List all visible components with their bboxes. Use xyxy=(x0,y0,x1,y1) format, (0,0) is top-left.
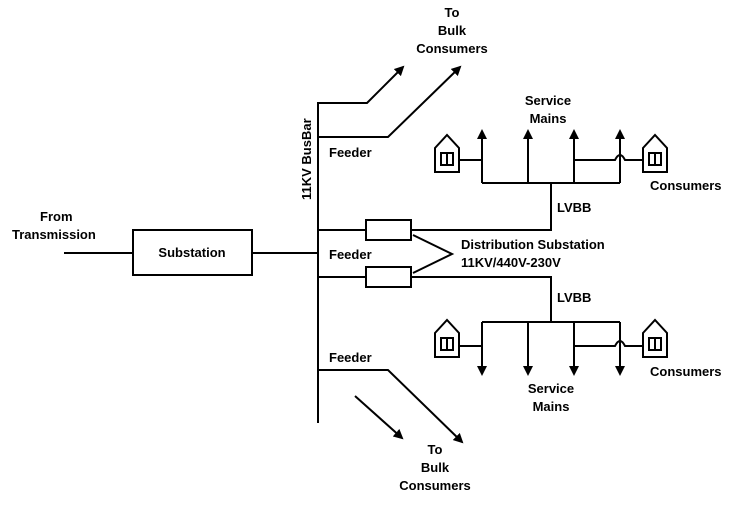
lv-feeder-lower xyxy=(411,276,552,322)
distribution-transformer-upper xyxy=(365,219,412,241)
busbar-label: 11KV BusBar xyxy=(299,118,314,200)
consumer-drop-bottom-right xyxy=(574,340,642,347)
bulk-feeder-top-1 xyxy=(318,65,405,104)
lv-feeder-upper xyxy=(411,183,552,231)
bulk-feeder-bottom-1 xyxy=(318,369,464,444)
service-mains-bottom-line1: Service xyxy=(528,381,574,396)
house-icon-bottom-left xyxy=(434,318,460,358)
service-mains-bottom-line2: Mains xyxy=(533,399,570,414)
service-mains-top-line1: Service xyxy=(525,93,571,108)
distribution-substation-label: Distribution Substation xyxy=(461,237,605,252)
distribution-substation-rating: 11KV/440V-230V xyxy=(461,255,561,270)
service-mains-top-line2: Mains xyxy=(530,111,567,126)
feeder-label-top: Feeder xyxy=(329,145,372,160)
to-bulk-top-line2: Bulk xyxy=(438,23,467,38)
feeder-label-mid: Feeder xyxy=(329,247,372,262)
lvbb-label-bottom: LVBB xyxy=(557,290,591,305)
to-bulk-bottom-line1: To xyxy=(428,442,443,457)
to-bulk-bottom-line3: Consumers xyxy=(399,478,471,493)
house-icon-top-right xyxy=(642,133,668,173)
from-label-line2: Transmission xyxy=(12,227,96,242)
bulk-feeder-bottom-2 xyxy=(354,395,404,440)
to-bulk-top-line1: To xyxy=(445,5,460,20)
consumers-label-top: Consumers xyxy=(650,178,722,193)
house-icon-bottom-right xyxy=(642,318,668,358)
bulk-feeder-top-2 xyxy=(318,65,462,138)
to-bulk-top-line3: Consumers xyxy=(416,41,488,56)
lvbb-label-top: LVBB xyxy=(557,200,591,215)
feeder-label-bottom: Feeder xyxy=(329,350,372,365)
house-icon-top-left xyxy=(434,133,460,173)
consumers-label-bottom: Consumers xyxy=(650,364,722,379)
to-bulk-bottom-line2: Bulk xyxy=(421,460,450,475)
consumer-drop-top-right xyxy=(574,154,642,161)
substation-label: Substation xyxy=(158,245,225,260)
distribution-transformer-lower xyxy=(365,266,412,288)
from-label-line1: From xyxy=(40,209,73,224)
dist-substation-bracket xyxy=(412,234,455,274)
